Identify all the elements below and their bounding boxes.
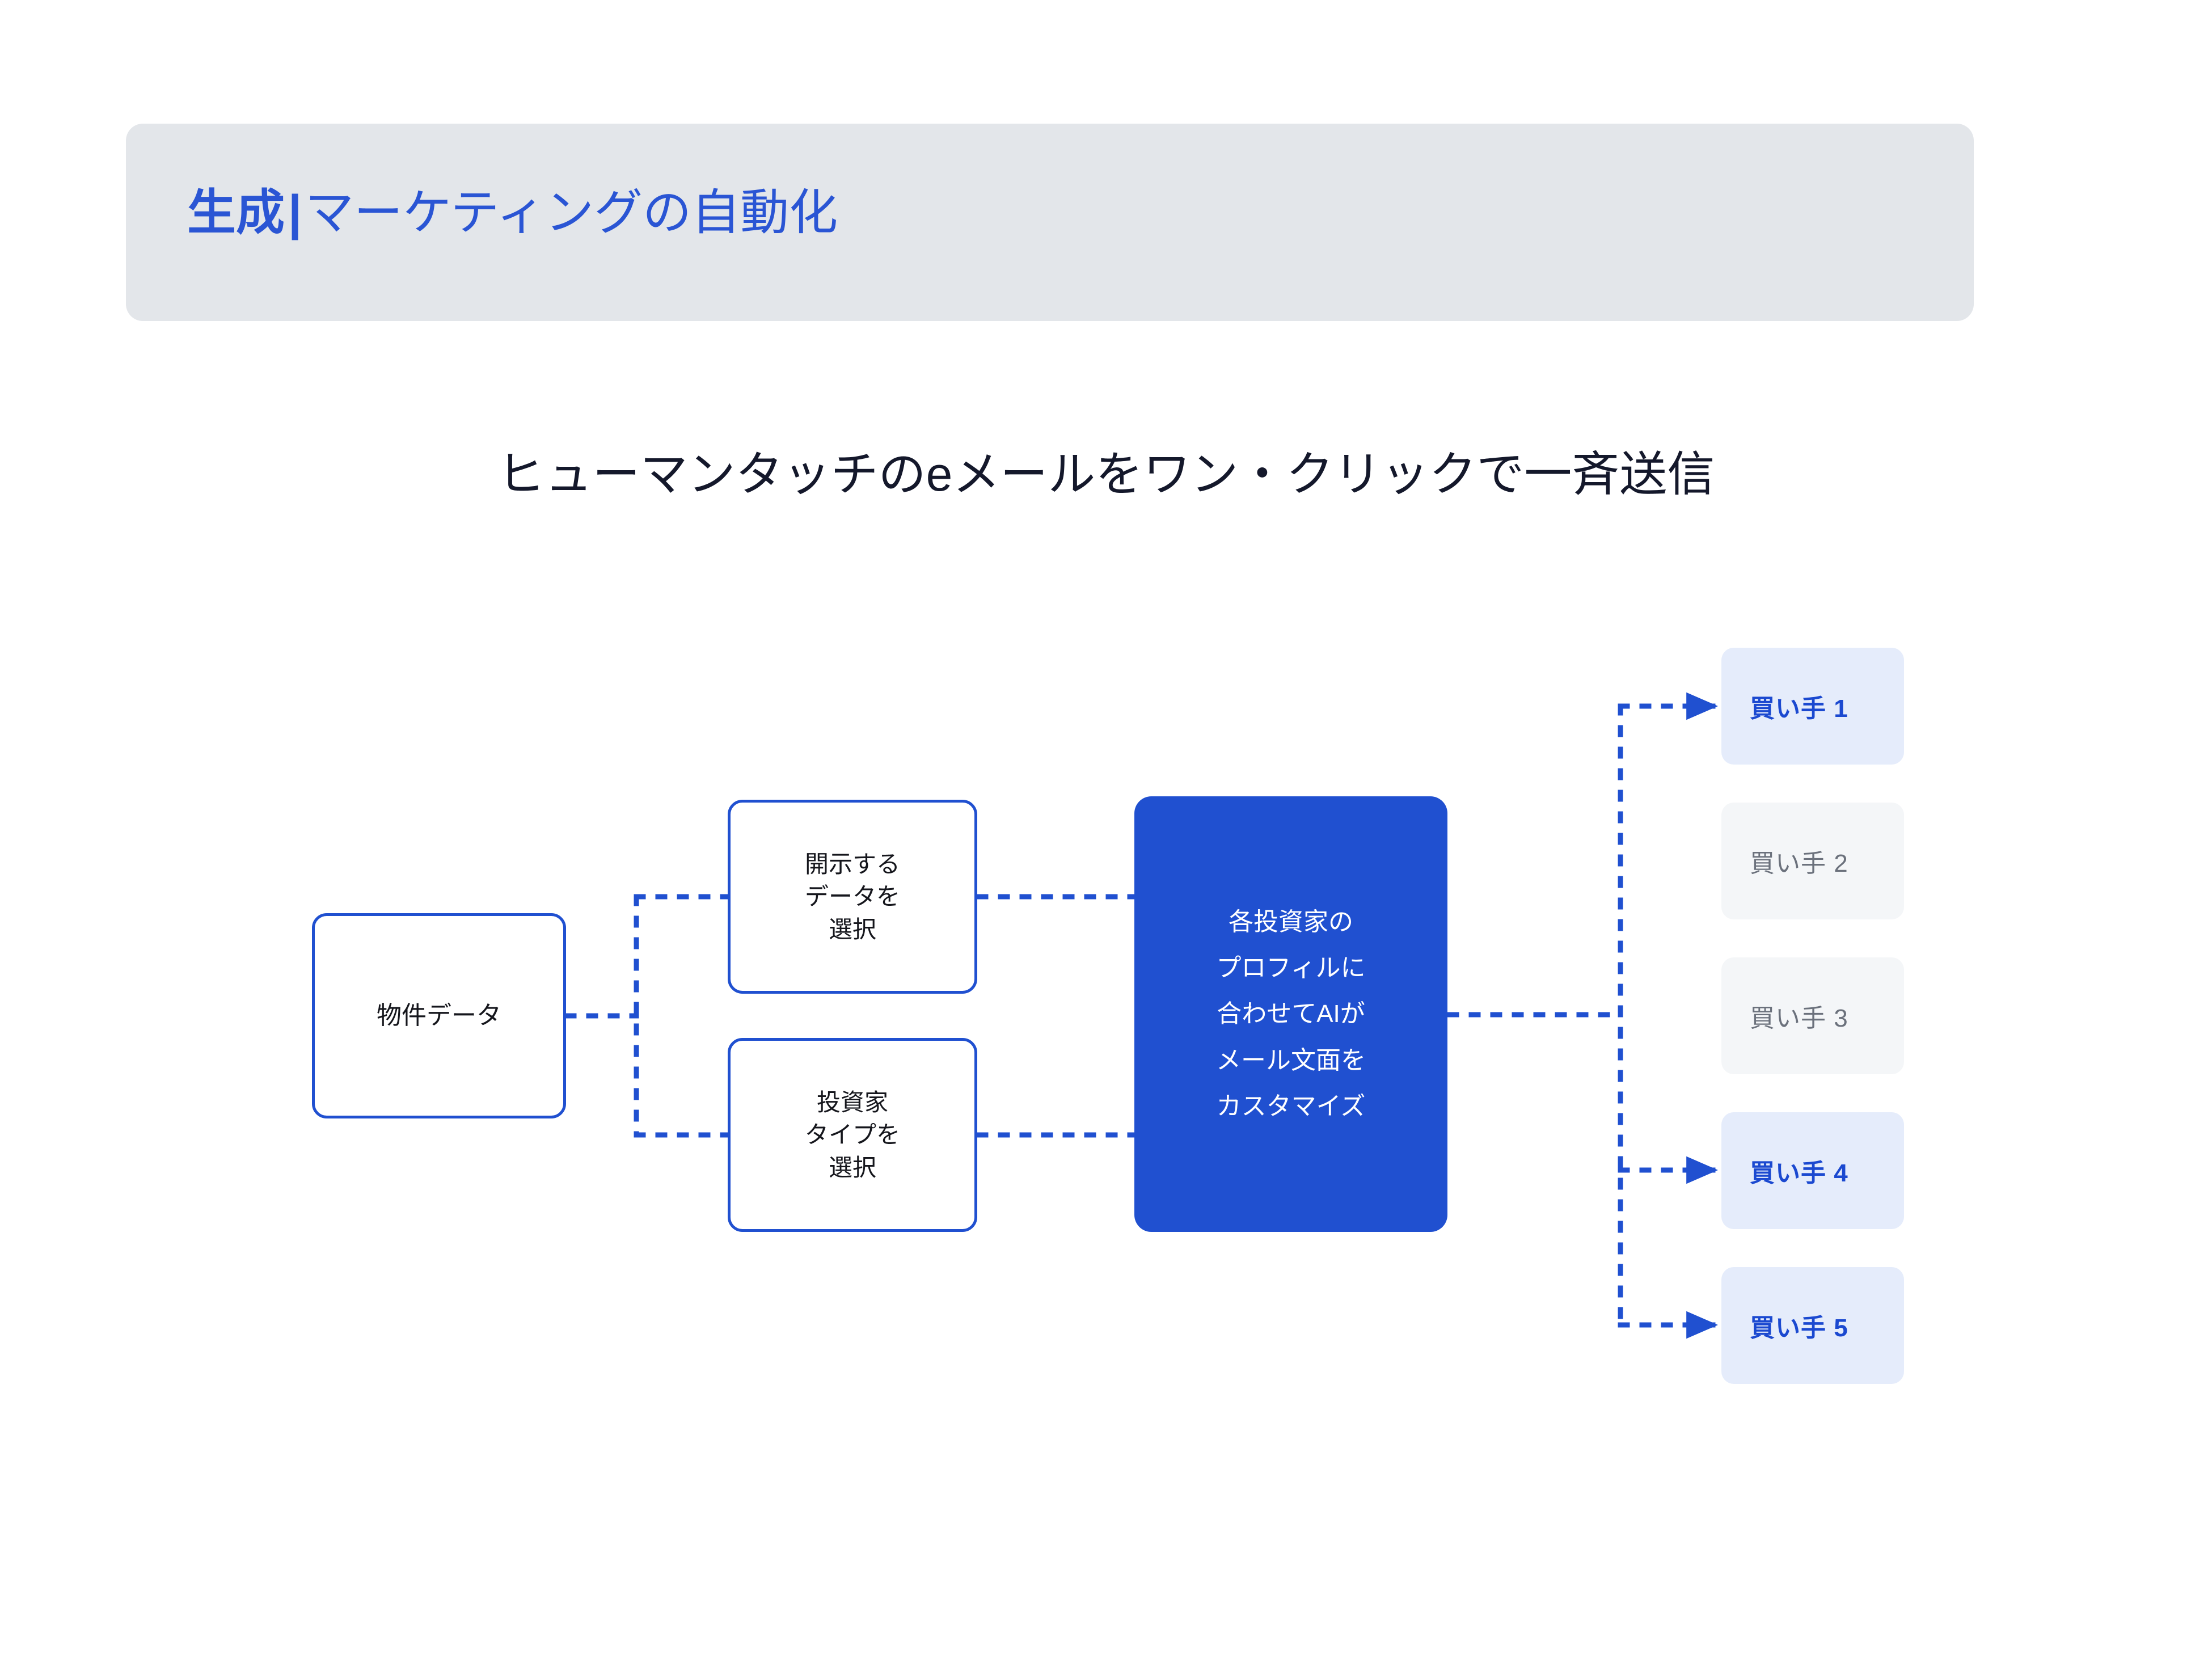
subtitle: ヒューマンタッチのeメールをワン・クリックで一斉送信	[497, 448, 1715, 501]
page-title-category: 生成	[187, 185, 285, 240]
buyer-card-3-label: 買い手 3	[1750, 1004, 1848, 1032]
node-select-investor-type[interactable]: 投資家 タイプを 選択	[728, 1038, 977, 1232]
buyer-card-1-label: 買い手 1	[1750, 695, 1848, 723]
page-title: 生成|マーケティングの自動化	[187, 188, 838, 237]
page-title-separator: |	[288, 185, 302, 240]
page-title-main: マーケティングの自動化	[305, 185, 838, 240]
header-band	[126, 124, 1974, 321]
buyer-card-5-label: 買い手 5	[1750, 1314, 1848, 1342]
node-select-disclosure-data-label: 開示する データを 選択	[804, 851, 900, 943]
node-select-disclosure-data[interactable]: 開示する データを 選択	[728, 800, 977, 994]
buyer-card-3[interactable]: 買い手 3	[1721, 957, 1904, 1074]
node-property-data[interactable]: 物件データ	[312, 913, 566, 1118]
node-select-investor-type-label: 投資家 タイプを 選択	[804, 1089, 900, 1181]
node-ai-customize-email[interactable]: 各投資家の プロフィルに 合わせてAIが メール文面を カスタマイズ	[1134, 796, 1447, 1232]
buyer-card-2-label: 買い手 2	[1750, 850, 1848, 877]
node-ai-customize-email-label: 各投資家の プロフィルに 合わせてAIが メール文面を カスタマイズ	[1216, 907, 1366, 1121]
node-property-data-label: 物件データ	[377, 1002, 501, 1030]
buyer-card-5[interactable]: 買い手 5	[1721, 1267, 1904, 1384]
buyer-card-4[interactable]: 買い手 4	[1721, 1112, 1904, 1229]
buyer-card-2[interactable]: 買い手 2	[1721, 803, 1904, 919]
buyer-card-1[interactable]: 買い手 1	[1721, 648, 1904, 765]
buyer-card-4-label: 買い手 4	[1750, 1159, 1848, 1187]
